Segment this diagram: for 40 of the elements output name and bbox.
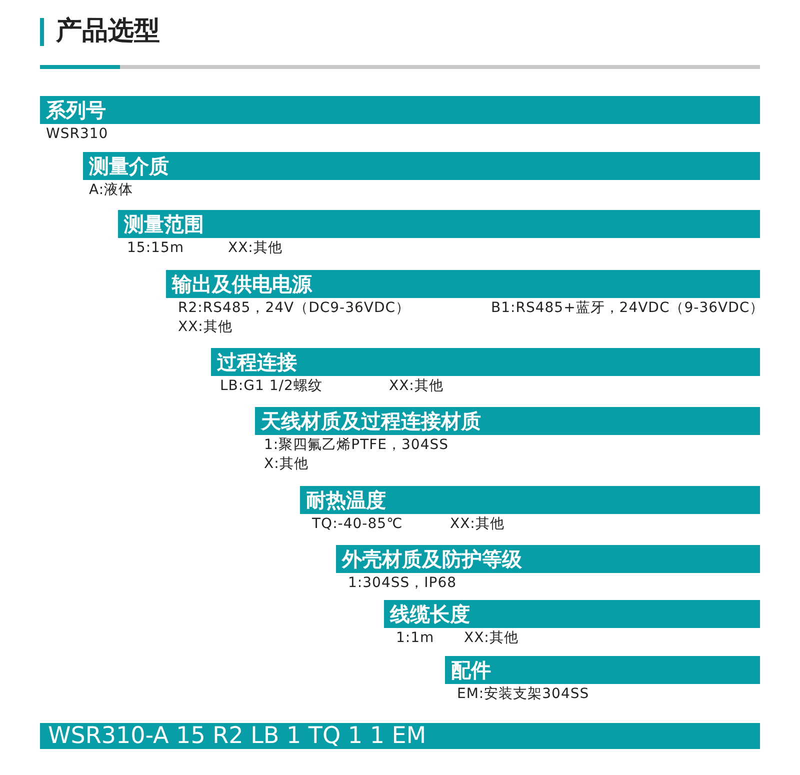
option-text: EM:安装支架304SS	[457, 685, 590, 703]
category-band	[211, 348, 760, 376]
category-band	[166, 270, 760, 298]
category-band	[83, 152, 760, 180]
category-band	[445, 656, 760, 684]
option-text: A:液体	[89, 181, 134, 199]
category-heading: 线缆长度	[390, 601, 470, 627]
option-text: TQ:-40-85℃	[312, 515, 403, 533]
category-heading: 测量介质	[89, 153, 169, 179]
category-band	[300, 486, 760, 514]
option-text: X:其他	[264, 455, 308, 473]
category-band	[336, 545, 760, 573]
category-heading: 天线材质及过程连接材质	[261, 408, 481, 434]
category-heading: 系列号	[46, 97, 106, 123]
option-text: 1:1m	[396, 629, 434, 647]
category-band	[118, 210, 760, 238]
option-text: R2:RS485，24V（DC9-36VDC）	[178, 299, 410, 317]
category-heading: 耐热温度	[306, 487, 386, 513]
option-text: WSR310	[46, 125, 108, 143]
option-text: LB:G1 1/2螺纹	[220, 377, 322, 395]
category-heading: 外壳材质及防护等级	[342, 546, 522, 572]
option-text: XX:其他	[464, 629, 518, 647]
model-code: WSR310-A 15 R2 LB 1 TQ 1 1 EM	[48, 723, 426, 749]
option-text: 1:304SS，IP68	[348, 574, 457, 592]
category-heading: 输出及供电电源	[172, 271, 312, 297]
category-band	[40, 96, 760, 124]
category-heading: 配件	[451, 657, 491, 683]
category-heading: 过程连接	[217, 349, 297, 375]
page-title: 产品选型	[56, 15, 160, 48]
option-text: XX:其他	[450, 515, 504, 533]
option-text: XX:其他	[178, 318, 232, 336]
model-code-bar	[40, 723, 760, 749]
option-text: XX:其他	[228, 239, 282, 257]
category-band	[255, 407, 760, 435]
category-heading: 测量范围	[124, 211, 204, 237]
option-text: XX:其他	[389, 377, 444, 395]
option-text: B1:RS485+蓝牙，24VDC（9-36VDC）	[491, 299, 764, 317]
option-text: 15:15m	[127, 239, 184, 257]
category-band	[384, 600, 760, 628]
option-text: 1:聚四氟乙烯PTFE，304SS	[264, 436, 449, 454]
